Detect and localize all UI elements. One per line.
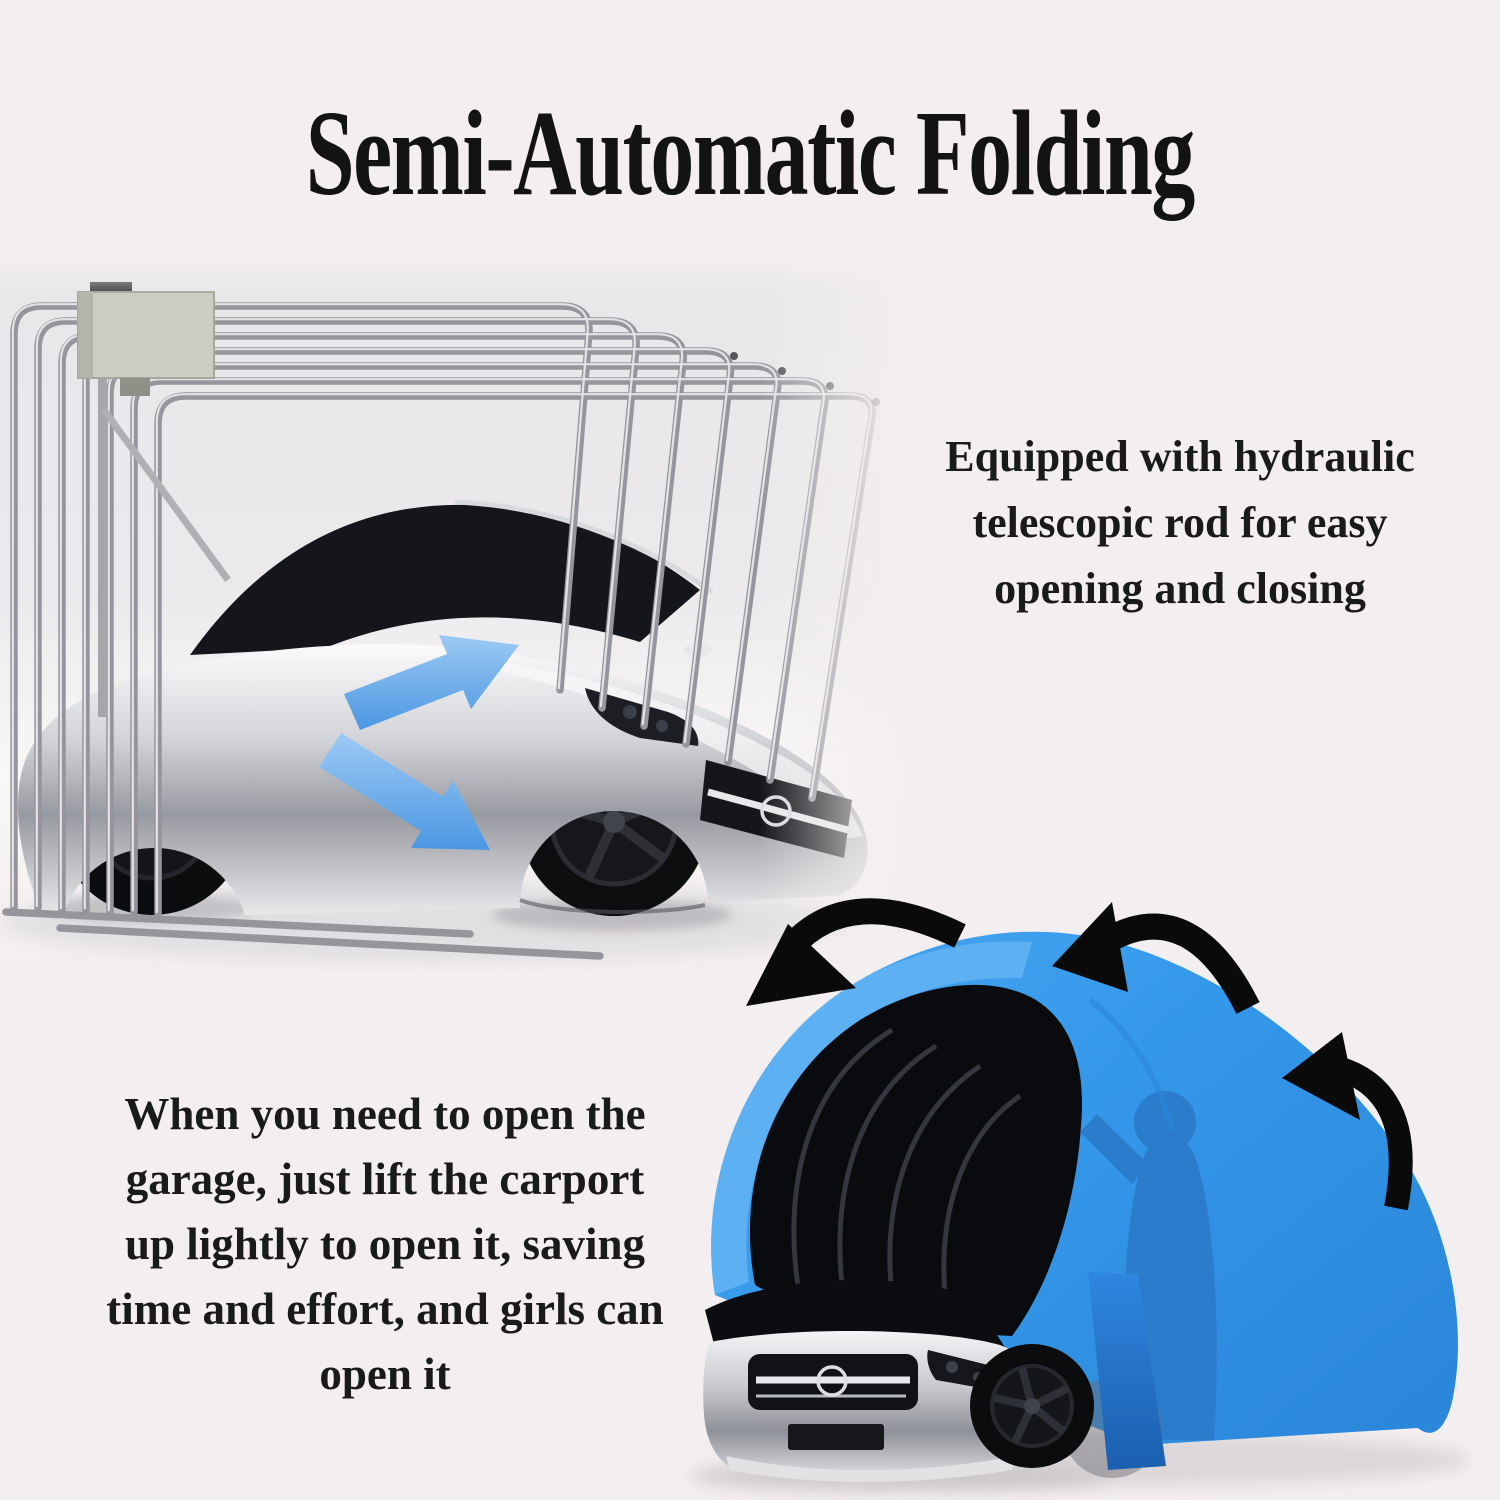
feature-line: up lightly to open it, saving (124, 1219, 646, 1269)
silver-car (18, 499, 868, 920)
motor-box (77, 282, 231, 717)
car-front (703, 1279, 1162, 1482)
feature-line: telescopic rod for easy (972, 498, 1388, 547)
black-arrow-left-icon (746, 898, 966, 1006)
bumper-lip (726, 1456, 1016, 1482)
black-arrow-middle-icon (1052, 902, 1260, 1014)
feature-line: Equipped with hydraulic (945, 432, 1415, 481)
feature-line: open it (319, 1349, 451, 1399)
black-arrow-right-icon (1282, 1032, 1413, 1211)
title-wrap: Semi-Automatic Folding (0, 84, 1500, 224)
feature-text-easy-open: When you need to open the garage, just l… (52, 1082, 718, 1407)
blue-canopy-photo (690, 898, 1470, 1492)
fabric-fold (1088, 997, 1175, 1131)
front-wheel-side (970, 1344, 1094, 1468)
canopy-edge-band (1088, 1272, 1166, 1470)
blue-arrow-icons (319, 635, 519, 850)
feature-line: time and effort, and girls can (106, 1284, 664, 1334)
blue-arrow-down-icon (319, 733, 490, 850)
grille-front (748, 1354, 918, 1410)
feature-line: garage, just lift the carport (125, 1154, 645, 1204)
folded-frame-car-photo (0, 260, 910, 975)
blue-arrow-up-icon (344, 635, 519, 730)
license-plate (788, 1424, 884, 1450)
feature-line: When you need to open the (124, 1089, 646, 1139)
feature-text-hydraulic: Equipped with hydraulic telescopic rod f… (880, 424, 1480, 622)
page-title: Semi-Automatic Folding (305, 86, 1196, 221)
feature-line: opening and closing (994, 564, 1366, 613)
black-arrow-icons (746, 898, 1413, 1211)
a-pillar-chrome (454, 499, 714, 595)
canopy-opening (749, 984, 1082, 1336)
